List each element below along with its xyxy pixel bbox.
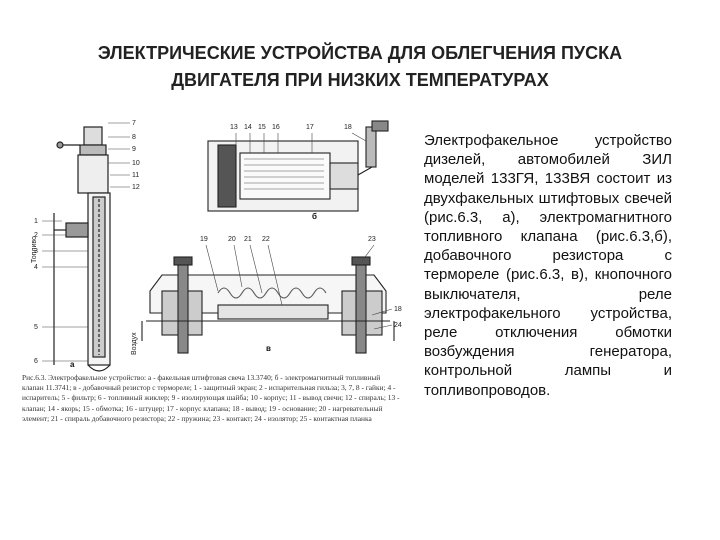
callout-a-10: 10: [132, 160, 140, 167]
callout-c-20: 20: [228, 236, 236, 243]
glow-plug-drawing: [53, 126, 111, 372]
callout-b-15: 15: [258, 124, 266, 131]
body-paragraph: Электрофакельное устройство дизелей, авт…: [424, 132, 672, 399]
resistor-relay-drawing: [141, 256, 395, 354]
callout-a-12: 12: [132, 184, 140, 191]
callout-a-1: 1: [34, 218, 38, 225]
panel-label-a: а: [70, 360, 75, 369]
technical-figure: Топливо Воздух 7 8 9 10 11 12 1 2 3 4 5 …: [22, 115, 412, 465]
slide-title: ЭЛЕКТРИЧЕСКИЕ УСТРОЙСТВА ДЛЯ ОБЛЕГЧЕНИЯ …: [40, 40, 680, 94]
callout-a-9: 9: [132, 146, 136, 153]
callout-b-18: 18: [344, 124, 352, 131]
callout-b-14: 14: [244, 124, 252, 131]
side-label-fuel: Топливо: [31, 236, 38, 263]
panel-label-b: б: [312, 212, 317, 221]
figure-drawing: Топливо Воздух 7 8 9 10 11 12 1 2 3 4 5 …: [31, 120, 402, 372]
callout-b-17: 17: [306, 124, 314, 131]
callout-c-19: 19: [200, 236, 208, 243]
callout-leaders-c: [205, 244, 393, 330]
callout-b-13: 13: [230, 124, 238, 131]
solenoid-valve-drawing: [207, 120, 389, 212]
side-label-air: Воздух: [131, 332, 138, 355]
callout-a-7: 7: [132, 120, 136, 127]
callout-leaders-b: [235, 132, 367, 153]
callout-b-16: 16: [272, 124, 280, 131]
callout-a-8: 8: [132, 134, 136, 141]
callout-c-23: 23: [368, 236, 376, 243]
callout-a-4: 4: [34, 264, 38, 271]
panel-label-c: в: [266, 344, 271, 353]
callout-a-6: 6: [34, 358, 38, 365]
callout-c-18: 18: [394, 306, 402, 313]
title-line-1: ЭЛЕКТРИЧЕСКИЕ УСТРОЙСТВА ДЛЯ ОБЛЕГЧЕНИЯ …: [97, 43, 623, 63]
callout-c-21: 21: [244, 236, 252, 243]
callout-c-22: 22: [262, 236, 270, 243]
callout-a-11: 11: [132, 172, 139, 179]
title-line-2: ДВИГАТЕЛЯ ПРИ НИЗКИХ ТЕМПЕРАТУРАХ: [171, 70, 549, 90]
callout-a-2: 2: [34, 232, 38, 239]
figure-caption: Рис.6.3. Электрофакельное устройство: а …: [22, 373, 400, 423]
callout-leaders-a: [42, 122, 130, 362]
callout-c-24: 24: [394, 322, 402, 329]
callout-a-5: 5: [34, 324, 38, 331]
callout-a-3: 3: [34, 248, 38, 255]
